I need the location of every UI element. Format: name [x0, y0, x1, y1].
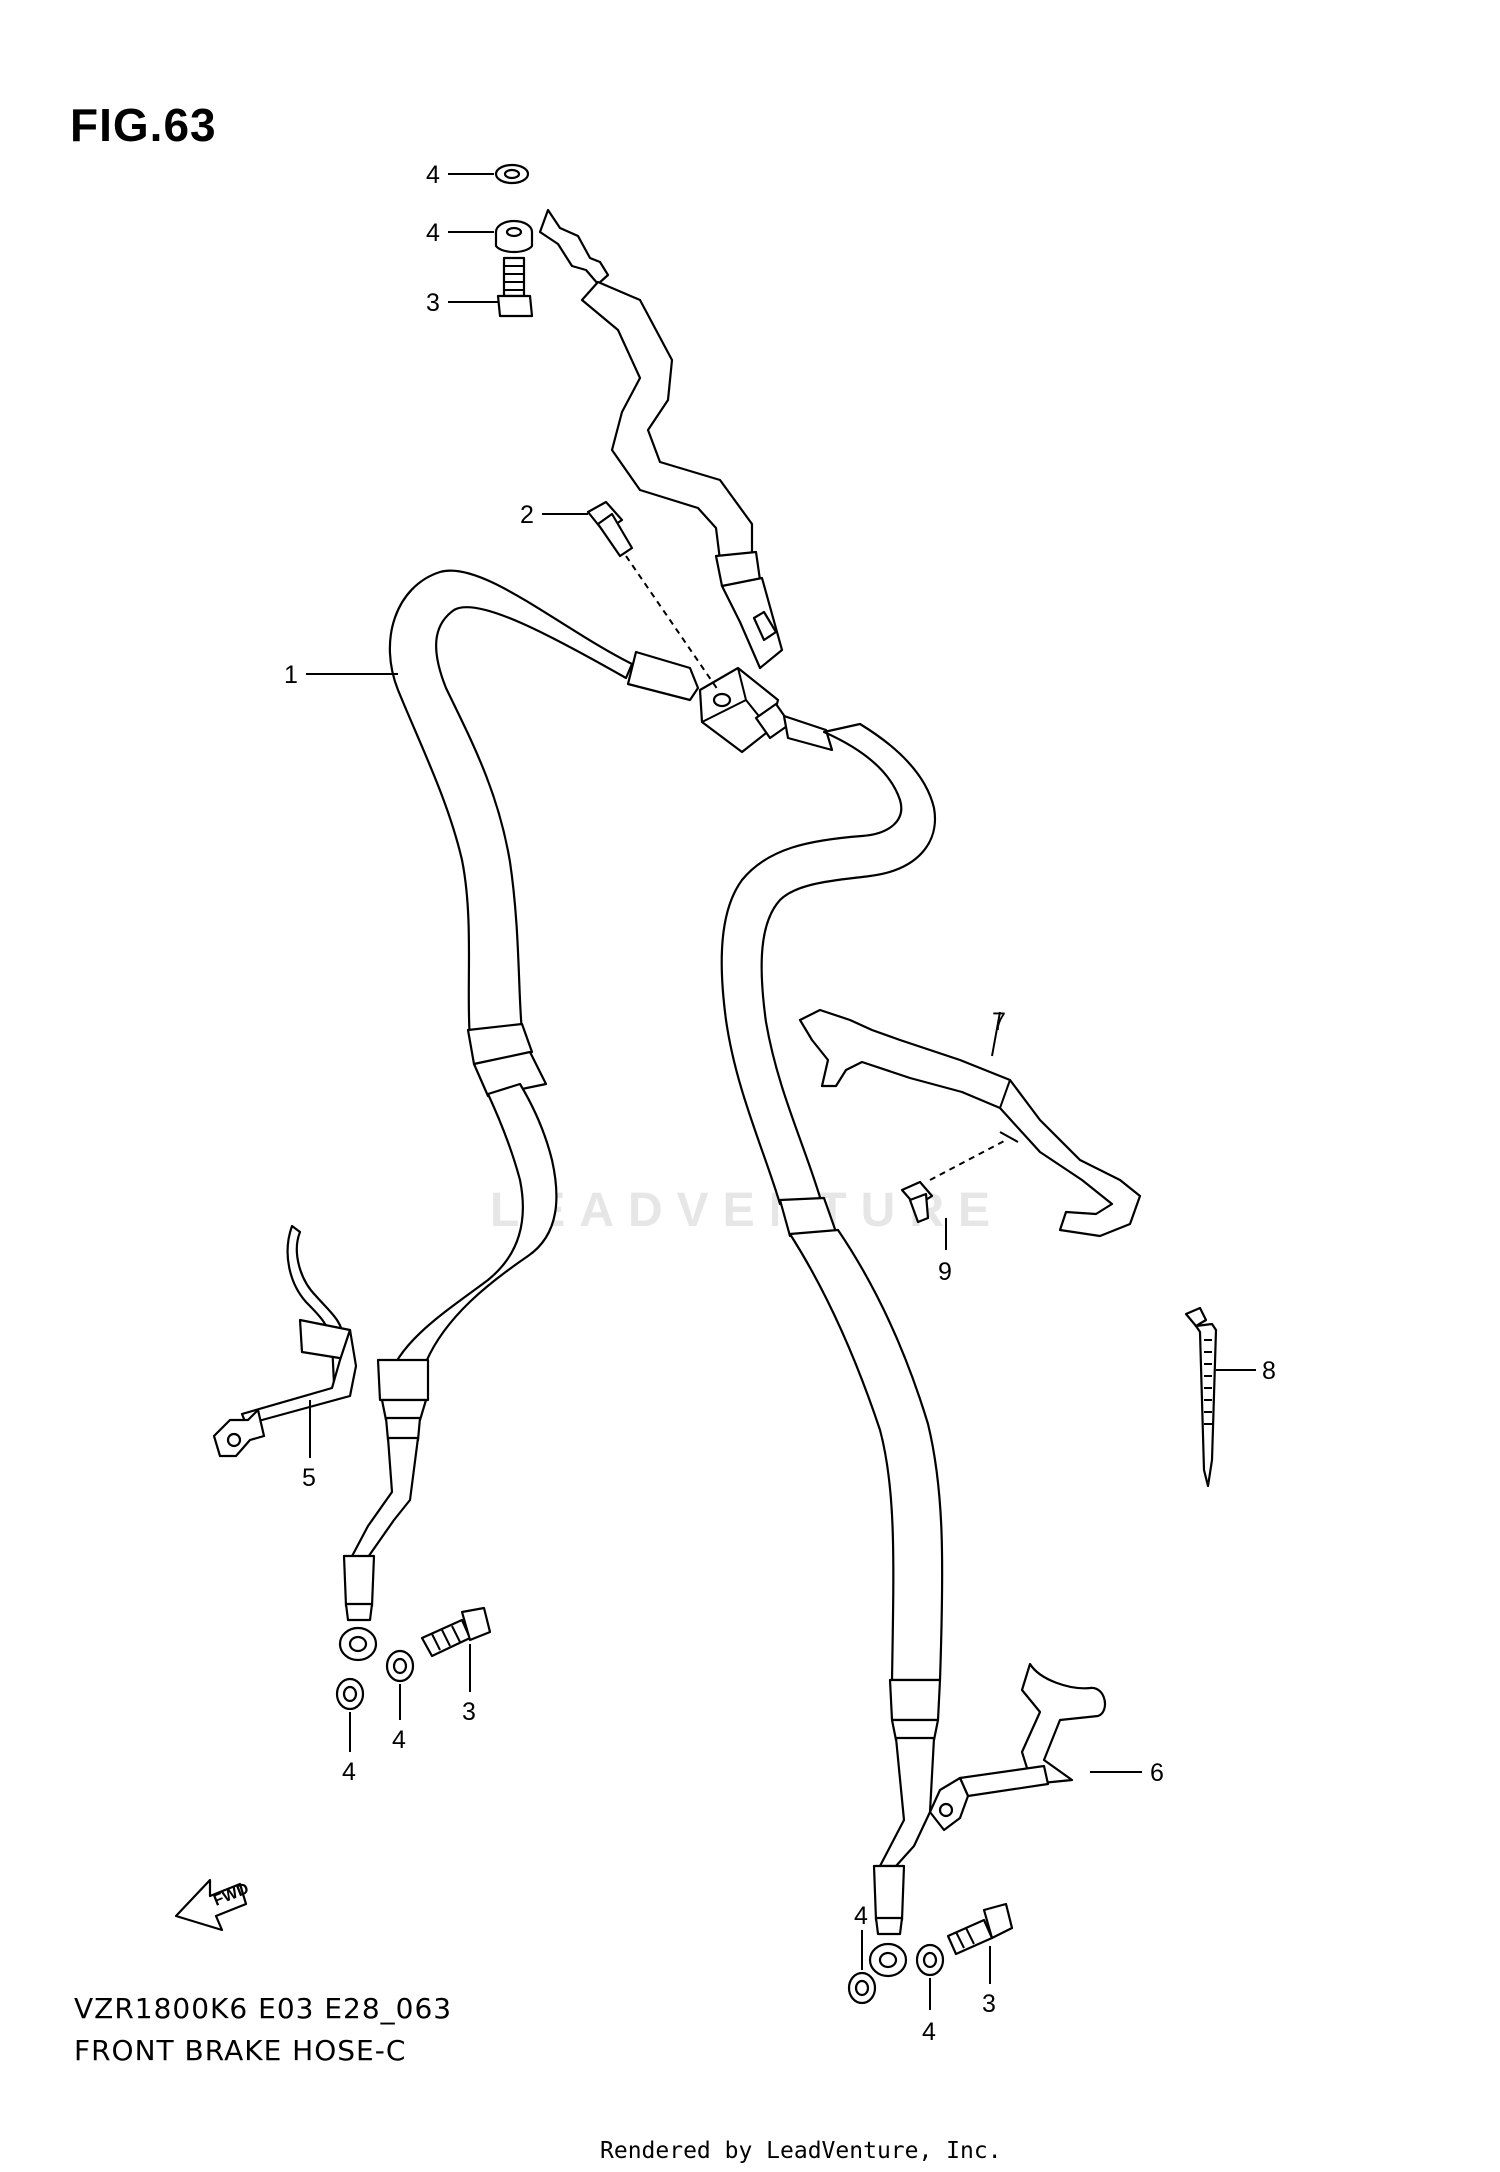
lower-right-washer-a[interactable]: [847, 1971, 877, 2005]
lower-left-banjo-bolt[interactable]: [420, 1606, 492, 1658]
callout-7: 7: [992, 1008, 1006, 1036]
bracket-bolt[interactable]: [900, 1139, 1007, 1224]
lower-left-washer-a[interactable]: [335, 1677, 365, 1711]
callout-2: 2: [520, 501, 534, 529]
right-brake-hose[interactable]: [720, 714, 944, 1978]
leader-lines: [306, 173, 1256, 2010]
model-code: VZR1800K6 E03 E28_063: [74, 1992, 453, 2025]
right-hose-clamp[interactable]: [928, 1662, 1107, 1832]
callout-4-top-a: 4: [426, 161, 440, 189]
left-hose-clamp[interactable]: [212, 1224, 358, 1458]
callout-9: 9: [938, 1258, 952, 1286]
lower-right-banjo-bolt[interactable]: [946, 1902, 1014, 1956]
three-way-joint[interactable]: [698, 666, 792, 754]
joint-bolt[interactable]: [586, 500, 719, 691]
render-credit: Rendered by LeadVenture, Inc.: [600, 2138, 1002, 2164]
callout-4-right-b: 4: [922, 2018, 936, 2046]
callout-8: 8: [1262, 1357, 1276, 1385]
callout-3-top: 3: [426, 289, 440, 317]
cable-tie[interactable]: [1184, 1306, 1218, 1488]
upper-brake-hose[interactable]: [538, 208, 784, 670]
figure-title: FIG.63: [70, 99, 217, 151]
forward-direction-arrow: FWD: [174, 1878, 251, 1932]
callout-3-right: 3: [982, 1990, 996, 2018]
hose-bracket[interactable]: [798, 1008, 1142, 1238]
lower-right-washer-b[interactable]: [915, 1943, 945, 1977]
callout-6: 6: [1150, 1759, 1164, 1787]
upper-washer-a[interactable]: [494, 163, 530, 185]
callout-4-top-b: 4: [426, 219, 440, 247]
callout-4-right-a: 4: [854, 1902, 868, 1930]
callout-4-left-a: 4: [342, 1758, 356, 1786]
left-brake-hose[interactable]: [338, 569, 700, 1662]
callout-5: 5: [302, 1464, 316, 1492]
upper-banjo-bolt[interactable]: [496, 256, 534, 318]
callout-4-left-b: 4: [392, 1726, 406, 1754]
callout-1: 1: [284, 661, 298, 689]
diagram-name: FRONT BRAKE HOSE-C: [74, 2034, 407, 2067]
callout-3-left: 3: [462, 1698, 476, 1726]
upper-washer-b[interactable]: [494, 219, 534, 254]
lower-left-washer-b[interactable]: [385, 1649, 415, 1683]
